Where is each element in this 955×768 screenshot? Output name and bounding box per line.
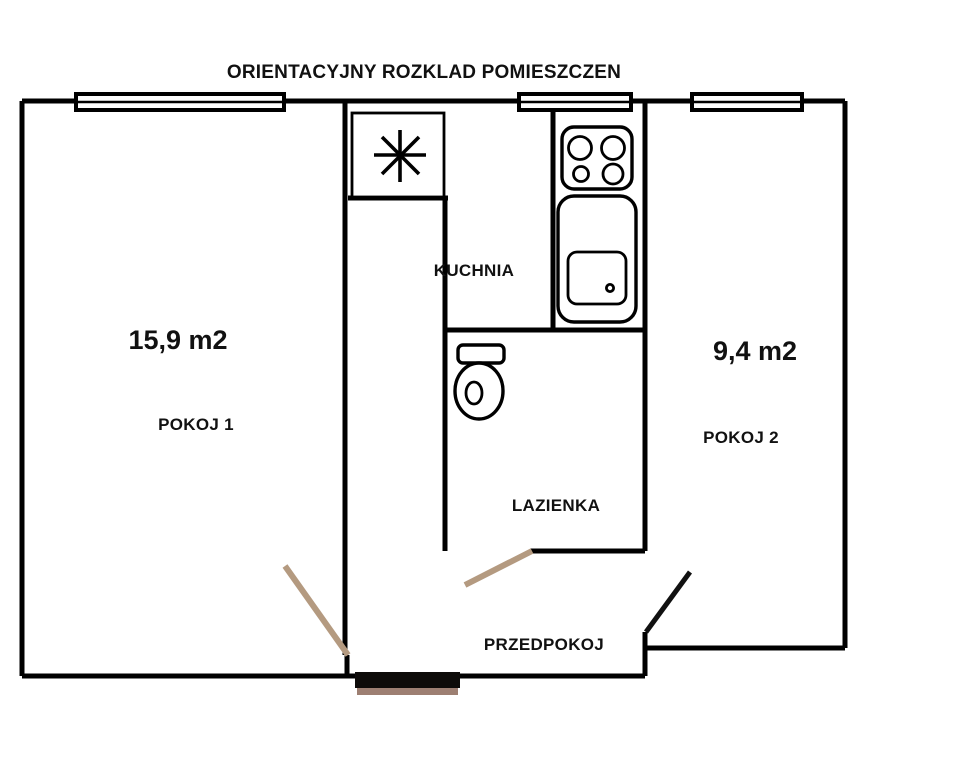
room-label-pokoj-1: POKOJ 1 [158, 415, 234, 434]
room-label-przedpokoj: PRZEDPOKOJ [484, 635, 604, 654]
door-pokoj-1[interactable] [282, 564, 351, 657]
room-label-kuchnia: KUCHNIA [434, 261, 514, 280]
ventilation-shaft [350, 111, 446, 199]
window-pokoj-1 [74, 92, 286, 112]
area-label-pokoj-2: 9,4 m2 [713, 336, 797, 366]
window-kuchnia [517, 92, 633, 112]
asterisk-star-icon [374, 130, 426, 182]
window-pokoj-2 [690, 92, 804, 112]
room-label-pokoj-2: POKOJ 2 [703, 428, 779, 447]
door-lazienka[interactable] [463, 548, 534, 588]
toilet [453, 343, 506, 421]
page-title: ORIENTACYJNY ROZKLAD POMIESZCZEN [227, 62, 621, 83]
door-entrance[interactable] [355, 672, 460, 695]
stove [560, 125, 634, 191]
kitchen-sink [556, 194, 638, 324]
room-label-lazienka: LAZIENKA [512, 496, 600, 515]
door-pokoj-2[interactable] [643, 570, 693, 634]
area-label-pokoj-1: 15,9 m2 [128, 325, 227, 355]
